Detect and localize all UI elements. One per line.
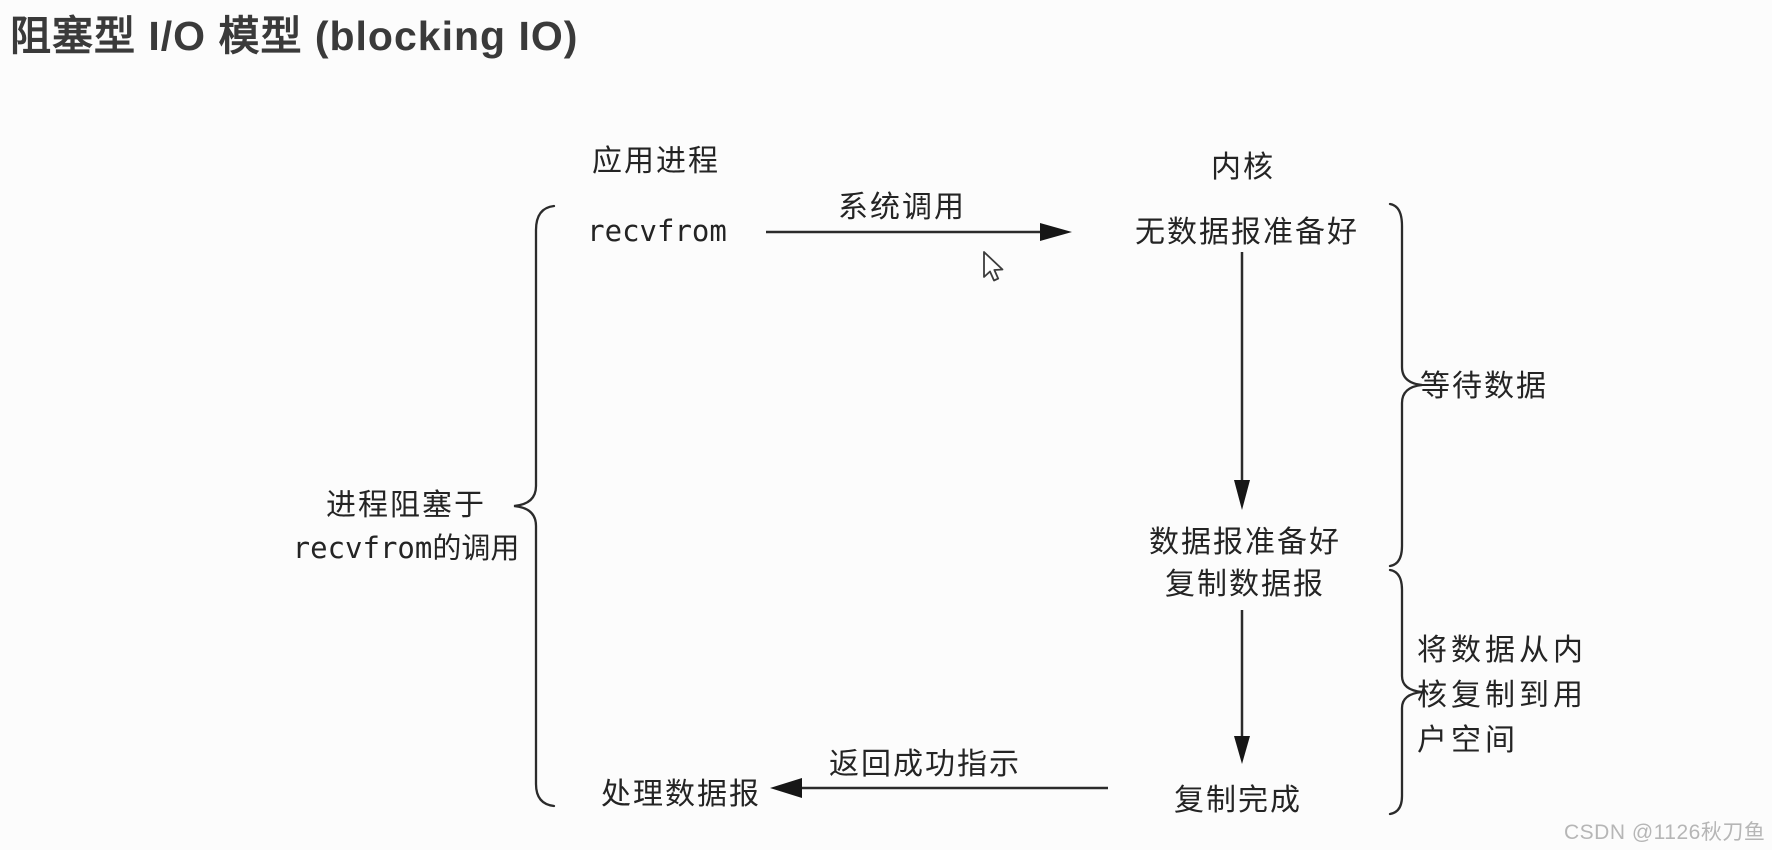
syscall-arrow [766, 223, 1072, 241]
node-no-datagram-ready: 无数据报准备好 [1135, 216, 1359, 249]
left-curly-brace [513, 204, 556, 808]
return-arrow [770, 778, 1108, 798]
csdn-watermark: CSDN @1126秋刀鱼 [1564, 821, 1766, 844]
copy-data-annotation-line1: 将数据从内 [1417, 634, 1587, 667]
blocked-annotation: 进程阻塞于 recvfrom的调用 [293, 484, 520, 570]
copy-data-annotation-line3: 户空间 [1417, 724, 1519, 757]
node-datagram-ready: 数据报准备好 [1149, 526, 1341, 559]
node-copy-datagram: 复制数据报 [1165, 568, 1325, 601]
copy-data-annotation-line2: 核复制到用 [1417, 679, 1587, 712]
wait-data-down-arrow [1234, 252, 1250, 510]
copy-data-curly-brace [1388, 568, 1423, 816]
mouse-cursor-icon [983, 251, 1004, 282]
blocked-annotation-line1: 进程阻塞于 [326, 489, 486, 522]
copy-data-down-arrow [1234, 610, 1250, 764]
blocked-annotation-line2: recvfrom的调用 [292, 531, 520, 565]
wait-data-annotation: 等待数据 [1420, 370, 1548, 403]
syscall-arrow-label: 系统调用 [838, 191, 966, 224]
return-arrow-label: 返回成功指示 [829, 748, 1021, 781]
column-header-application-process: 应用进程 [592, 145, 720, 178]
node-copy-complete: 复制完成 [1174, 784, 1302, 817]
node-recvfrom: recvfrom [587, 214, 727, 248]
copy-data-annotation: 将数据从内 核复制到用 户空间 [1417, 628, 1587, 763]
node-process-datagram: 处理数据报 [601, 778, 761, 811]
page-title: 阻塞型 I/O 模型 (blocking IO) [10, 13, 579, 59]
wait-data-curly-brace [1388, 202, 1423, 568]
column-header-kernel: 内核 [1211, 151, 1275, 184]
